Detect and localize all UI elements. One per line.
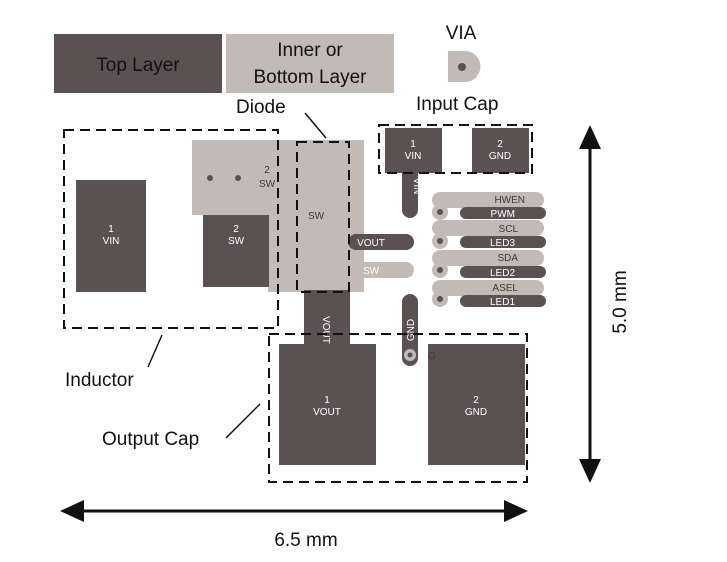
diode-sw-bottom-area [192,140,270,215]
signal-label: LED2 [490,268,515,279]
inductor-pad-1-num: 1 [108,224,114,235]
inductor-sw-small-name: SW [259,179,276,190]
output-cap-pad-2-name: GND [465,407,487,418]
output-cap-pad-1-name: VOUT [313,407,341,418]
inductor-pad-2-name: SW [228,236,245,247]
output-cap-outline [268,333,528,483]
height-dimension-arrow [579,125,601,483]
bottom-layer-label-line1: Inner or [277,40,343,61]
gnd-vertical-trace [402,294,418,366]
signal-label: SCL [499,224,519,235]
inductor-sw-small-num: 2 [264,165,270,176]
input-cap-pad-2-name: GND [489,151,511,162]
signal-via-icons [207,175,448,361]
inductor-leader [147,334,163,368]
vout-vertical-trace [304,290,350,352]
inductor-pad-2 [203,215,269,287]
top-layer-label: Top Layer [96,55,180,76]
inductor-outline [63,129,279,329]
diode-sw-label: SW [308,211,325,222]
signal-label: ASEL [492,283,518,294]
height-dimension-label: 5.0 mm [610,270,631,333]
input-cap-pad-1-name: VIN [405,151,422,162]
width-dimension-label: 6.5 mm [274,530,337,551]
gnd-v-label: GND [406,319,417,341]
output-cap-pad-1-num: 1 [324,395,330,406]
input-cap-outline [378,124,533,174]
vout-h-label: VOUT [357,238,385,249]
inductor-pad-1 [76,180,146,292]
output-cap-pad-2-num: 2 [473,395,479,406]
input-cap-pad-1-num: 1 [410,139,416,150]
inductor-pad-1-name: VIN [103,236,120,247]
input-cap-pad-2 [472,128,529,173]
signal-labels: HWEN PWM SCL LED3 SDA LED2 ASEL LED1 [490,195,525,308]
output-cap-pad-1 [279,344,376,465]
width-dimension-arrow [60,500,528,522]
sw-h-label: SW [363,266,380,277]
signal-label: LED3 [490,238,515,249]
signal-label: HWEN [494,195,525,206]
vin-v-label: VIN [411,178,422,195]
diode-leader [304,112,327,139]
inductor-label: Inductor [65,370,134,391]
signal-label: LED1 [490,297,515,308]
input-cap-pad-2-num: 2 [497,139,503,150]
signal-label: SDA [497,253,518,264]
bottom-layer-label-line2: Bottom Layer [254,67,368,88]
signal-label: PWM [491,209,515,220]
bottom-layer-swatch [226,34,394,93]
vout-v-label: VOUT [320,316,331,344]
vin-vertical-trace [402,150,418,218]
vout-h-dark [348,234,414,250]
via-label: VIA [446,23,477,44]
gnd-stub-label: G [428,351,436,362]
output-cap-pad-2 [428,344,525,465]
output-cap-leader [225,403,261,439]
signal-dark-traces [460,207,546,307]
output-cap-label: Output Cap [102,429,199,450]
signal-trace-group [432,192,544,296]
diode-outline [296,141,350,293]
diode-label: Diode [236,97,286,118]
sw-bottom-trace [348,262,414,278]
via-legend-icon [448,51,481,82]
input-cap-label: Input Cap [416,94,498,115]
inductor-pad-2-num: 2 [233,224,239,235]
top-layer-swatch [54,34,222,93]
